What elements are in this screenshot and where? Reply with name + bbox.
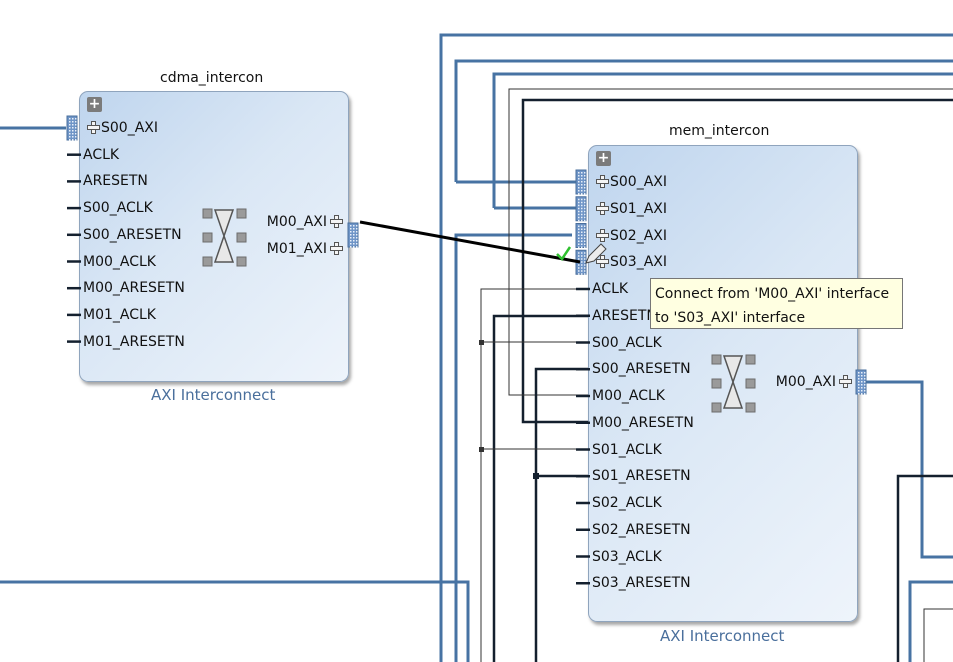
cdma-intercon-type: AXI Interconnect [151,386,276,404]
cdma-pin-m01-aresetn[interactable]: M01_ARESETN [83,333,185,350]
mem-pin-s01-axi[interactable]: S01_AXI [610,200,667,217]
mem-pin-s03-aclk[interactable]: S03_ACLK [592,548,662,565]
bus-plus-icon[interactable] [87,121,100,134]
mem-intercon-name: mem_intercon [669,123,770,139]
cdma-pin-s00-axi[interactable]: S00_AXI [101,120,158,136]
net-junction [479,447,484,452]
mem-pin-s03-aresetn[interactable]: S03_ARESETN [592,575,691,592]
mem-pin-m00-aclk[interactable]: M00_ACLK [592,388,665,404]
bus-plus-icon[interactable] [330,241,343,255]
cdma-pin-s00-aclk[interactable]: S00_ACLK [83,200,153,217]
mem-pin-aclk[interactable]: ACLK [592,281,629,297]
cdma-pin-m00-axi[interactable]: M00_AXI [266,214,327,230]
cdma-pin-aclk[interactable]: ACLK [83,146,120,163]
net-junction [479,340,484,345]
tooltip-line-2: to 'S03_AXI' interface [655,310,806,326]
connection-tooltip: Connect from 'M00_AXI' interface to 'S03… [650,278,903,329]
bus-plus-icon[interactable] [596,228,609,242]
mem-pin-s00-aresetn[interactable]: S00_ARESETN [592,361,691,378]
bus-net[interactable] [454,59,953,182]
bus-plus-icon[interactable] [596,201,609,215]
net-junction [533,473,539,479]
cdma-pin-aresetn[interactable]: ARESETN [83,173,148,190]
tooltip-line-1: Connect from 'M00_AXI' interface [655,286,890,302]
cdma-pin-m01-axi[interactable]: M01_AXI [266,240,327,257]
mem-pin-s00-aclk[interactable]: S00_ACLK [592,334,662,351]
mem-pin-m00-axi[interactable]: M00_AXI [775,374,836,390]
signal-net[interactable] [480,288,588,662]
mem-pin-s02-aclk[interactable]: S02_ACLK [592,495,662,511]
mem-pin-m00-aresetn[interactable]: M00_ARESETN [592,414,694,431]
signal-net[interactable] [896,474,953,662]
expand-icon[interactable]: + [87,96,102,112]
cdma-intercon-name: cdma_intercon [160,70,264,86]
mem-intercon-type: AXI Interconnect [660,627,785,645]
mem-pin-s02-axi[interactable]: S02_AXI [610,227,667,244]
cdma-pin-m00-aresetn[interactable]: M00_ARESETN [83,280,185,297]
expand-icon[interactable]: + [596,150,611,166]
cdma-pin-m01-aclk[interactable]: M01_ACLK [83,306,156,323]
bus-net[interactable] [866,380,953,559]
bus-plus-icon[interactable] [330,215,343,228]
signal-net[interactable] [534,367,588,662]
mem-pin-aresetn[interactable]: ARESETN [592,307,657,324]
bus-net[interactable] [908,580,953,662]
mem-pin-s01-aclk[interactable]: S01_ACLK [592,441,662,458]
mem-pin-s01-aresetn[interactable]: S01_ARESETN [592,468,691,485]
cdma-pin-s00-aresetn[interactable]: S00_ARESETN [83,226,182,243]
bus-net[interactable] [439,33,953,662]
bus-net[interactable] [0,580,470,662]
signal-net[interactable] [923,608,953,662]
bus-plus-icon[interactable] [596,175,609,188]
bus-plus-icon[interactable] [596,255,609,269]
mem-pin-s00-axi[interactable]: S00_AXI [610,174,667,190]
bus-net[interactable] [492,72,953,208]
bus-plus-icon[interactable] [839,375,852,388]
mem-pin-s02-aresetn[interactable]: S02_ARESETN [592,521,691,538]
cdma-pin-m00-aclk[interactable]: M00_ACLK [83,253,156,270]
mem-pin-s03-axi[interactable]: S03_AXI [610,254,667,271]
signal-net[interactable] [492,314,588,662]
